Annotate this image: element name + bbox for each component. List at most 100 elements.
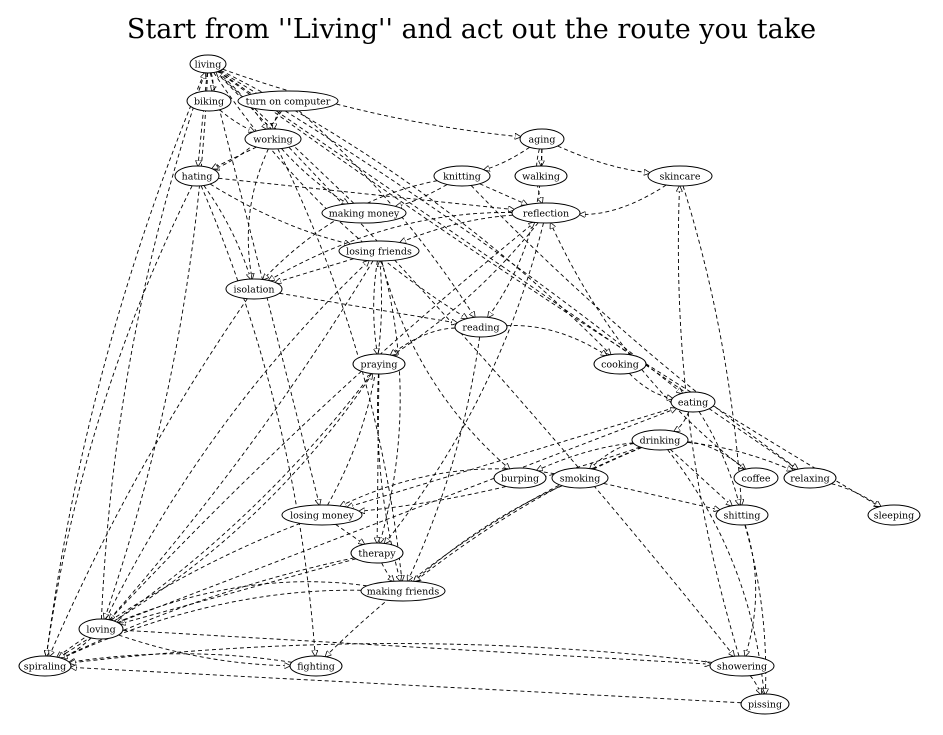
node-walking: walking xyxy=(514,165,568,187)
node-shape-loving xyxy=(78,618,124,640)
node-shape-reflection xyxy=(511,202,581,224)
node-living: living xyxy=(189,54,227,74)
edge-knitting-to-isolation xyxy=(263,180,438,280)
node-knitting: knitting xyxy=(433,165,491,187)
node-label-knitting: knitting xyxy=(443,172,481,183)
edge-living-to-hating xyxy=(198,72,208,166)
node-label-cooking: cooking xyxy=(601,360,639,371)
node-drinking: drinking xyxy=(631,429,689,451)
node-label-pissing: pissing xyxy=(748,700,782,711)
node-shape-shitting xyxy=(715,504,769,526)
edge-fighting-to-spiraling xyxy=(69,653,292,663)
edge-drinking-to-losing-money xyxy=(359,446,641,511)
node-loving: loving xyxy=(78,618,124,640)
edge-hating-to-losing-friends xyxy=(209,183,350,244)
node-shape-fighting xyxy=(289,655,343,677)
edge-skincare-to-shitting xyxy=(682,185,741,505)
node-label-burping: burping xyxy=(501,474,539,485)
edge-living-to-relaxing xyxy=(218,70,798,469)
edge-eating-to-losing-money xyxy=(347,407,675,508)
node-burping: burping xyxy=(493,467,547,489)
node-label-aging: aging xyxy=(529,135,556,146)
node-label-working: working xyxy=(253,135,292,146)
node-shape-coffee xyxy=(733,467,779,489)
node-label-loving: loving xyxy=(86,625,115,636)
node-turn-on-computer: turn on computer xyxy=(237,90,339,112)
edge-losing-friends-to-loving xyxy=(109,260,374,620)
node-shape-hating xyxy=(174,165,220,187)
node-isolation: isolation xyxy=(225,278,283,300)
edge-reflection-to-isolation xyxy=(269,212,513,280)
edge-loving-to-fighting xyxy=(118,634,290,666)
edge-hating-to-reflection xyxy=(218,177,514,209)
node-shape-showering xyxy=(709,655,775,677)
node-losing-friends: losing friends xyxy=(338,240,420,262)
node-shape-working xyxy=(244,128,302,150)
edge-drinking-to-coffee xyxy=(687,441,746,469)
edge-aging-to-reflection xyxy=(535,148,542,203)
node-therapy: therapy xyxy=(350,542,404,564)
node-coffee: coffee xyxy=(733,467,779,489)
node-label-turn-on-computer: turn on computer xyxy=(246,97,331,108)
node-shape-drinking xyxy=(631,429,689,451)
edge-living-to-aging xyxy=(222,68,521,137)
edge-loving-to-spiraling xyxy=(62,637,92,658)
edge-reflection-to-praying xyxy=(392,222,539,356)
node-shape-praying xyxy=(352,353,406,375)
edge-losing-friends-to-therapy xyxy=(380,260,401,543)
node-shape-losing-friends xyxy=(338,240,420,262)
node-shape-making-money xyxy=(321,202,407,224)
edge-losing-money-to-therapy xyxy=(335,524,365,544)
edge-isolation-to-reading xyxy=(279,292,457,323)
node-label-shitting: shitting xyxy=(724,511,761,522)
edge-living-to-reading xyxy=(213,72,468,319)
edge-reading-to-cooking xyxy=(506,325,607,356)
node-label-reflection: reflection xyxy=(523,209,569,220)
node-label-biking: biking xyxy=(194,97,224,108)
node-biking: biking xyxy=(186,90,232,112)
node-reflection: reflection xyxy=(511,202,581,224)
node-label-praying: praying xyxy=(361,360,398,371)
node-label-making-money: making money xyxy=(329,209,400,220)
edge-drinking-to-burping xyxy=(537,442,634,471)
node-shape-losing-money xyxy=(281,504,363,526)
node-skincare: skincare xyxy=(647,165,713,187)
edge-therapy-to-spiraling xyxy=(61,557,355,658)
node-label-therapy: therapy xyxy=(358,549,396,560)
edge-working-to-hating xyxy=(212,146,257,169)
node-shape-therapy xyxy=(350,542,404,564)
edge-therapy-to-making-friends xyxy=(381,562,394,581)
edge-working-to-isolation xyxy=(247,148,269,279)
node-making-friends: making friends xyxy=(360,580,446,602)
node-label-walking: walking xyxy=(522,172,560,183)
node-label-eating: eating xyxy=(678,398,708,409)
edge-drinking-to-shitting xyxy=(669,448,732,505)
edge-loving-to-reflection xyxy=(109,222,535,621)
edge-drinking-to-making-friends xyxy=(415,447,642,582)
edge-loving-to-losing-friends xyxy=(105,261,369,620)
node-shape-reading xyxy=(454,316,508,338)
edge-making-friends-to-spiraling xyxy=(62,589,362,658)
node-losing-money: losing money xyxy=(281,504,363,526)
edge-smoking-to-losing-money xyxy=(340,468,555,506)
node-label-hating: hating xyxy=(182,172,213,183)
node-shape-living xyxy=(189,54,227,74)
node-smoking: smoking xyxy=(551,467,609,489)
edge-smoking-to-shitting xyxy=(603,482,720,510)
node-shape-eating xyxy=(670,391,716,413)
edge-making-money-to-living xyxy=(216,72,355,204)
edge-living-to-loving xyxy=(104,72,209,619)
node-label-drinking: drinking xyxy=(640,436,681,447)
edge-praying-to-therapy xyxy=(377,373,379,543)
node-shape-sleeping xyxy=(867,504,921,526)
edge-isolation-to-spiraling xyxy=(49,298,248,656)
edge-smoking-to-making-friends xyxy=(414,485,563,582)
node-working: working xyxy=(244,128,302,150)
node-praying: praying xyxy=(352,353,406,375)
edge-skincare-to-reflection xyxy=(580,184,667,214)
node-shape-turn-on-computer xyxy=(237,90,339,112)
edge-relaxing-to-sleeping xyxy=(831,483,880,507)
edge-making-friends-to-loving xyxy=(117,581,368,623)
node-shitting: shitting xyxy=(715,504,769,526)
